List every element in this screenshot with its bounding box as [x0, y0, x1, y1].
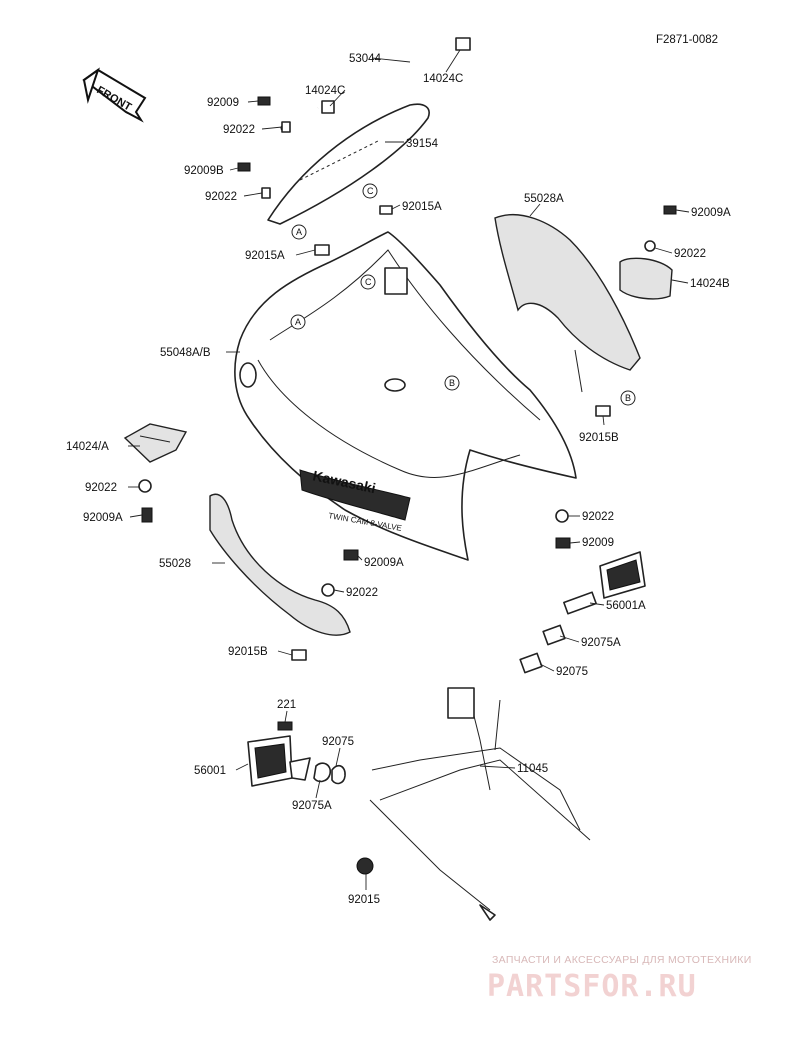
label-92009A-right: 92009A — [691, 207, 731, 219]
label-56001A: 56001A — [606, 600, 646, 612]
label-14024A: 14024/A — [66, 441, 109, 453]
svg-text:A: A — [296, 227, 302, 237]
svg-text:C: C — [365, 277, 372, 287]
ref-marker-C-top: C — [362, 183, 378, 199]
mirror-plates — [313, 624, 566, 785]
ref-marker-B-right: B — [620, 390, 636, 406]
label-92015A-left: 92015A — [245, 250, 285, 262]
label-92009B: 92009B — [184, 165, 224, 177]
watermark-tagline: ЗАПЧАСТИ И АКСЕССУАРЫ ДЛЯ МОТОТЕХНИКИ — [492, 954, 752, 966]
label-92075-left: 92075 — [322, 736, 354, 748]
inner-cowl-55028A — [494, 214, 641, 393]
grommet-icon — [138, 479, 152, 493]
windshield-trim-53044 — [317, 36, 471, 114]
bolt-icon — [257, 96, 271, 106]
vent-icon — [239, 362, 257, 388]
grommet-icon — [281, 121, 291, 133]
nut-icon — [379, 205, 393, 215]
label-55028: 55028 — [159, 558, 191, 570]
nut-icon — [356, 857, 374, 875]
ref-marker-A-top: A — [291, 224, 307, 240]
bolt-icon — [555, 537, 571, 549]
ref-marker-B-cowl: B — [444, 375, 460, 391]
ref-marker-A-cowl: A — [290, 314, 306, 330]
part-labels: 53044 14024C 14024C 92009 92022 39154 92… — [66, 53, 731, 906]
cowl-stripe — [299, 469, 411, 521]
bolt-icon — [277, 721, 293, 731]
grommet-icon — [261, 187, 271, 199]
label-55048AB: 55048A/B — [160, 347, 211, 359]
cover-14024A — [123, 423, 188, 463]
grommet-icon — [321, 583, 335, 597]
label-53044: 53044 — [349, 53, 382, 65]
bolt-icon — [343, 549, 359, 561]
bolt-icon — [237, 162, 251, 172]
label-92022-right: 92022 — [674, 248, 706, 260]
bolt-icon — [663, 205, 677, 215]
svg-text:B: B — [625, 393, 631, 403]
bolt-icon — [141, 507, 153, 523]
label-221: 221 — [277, 699, 296, 711]
label-92015B-right: 92015B — [579, 432, 619, 444]
grommet-icon — [555, 509, 569, 523]
nut-icon — [314, 244, 330, 256]
inner-cowl-55028 — [209, 493, 351, 636]
grommet-icon — [644, 240, 656, 252]
trim-cap-right-icon — [455, 37, 471, 51]
label-92022-lowright: 92022 — [582, 511, 614, 523]
label-14024C-left: 14024C — [305, 85, 345, 97]
front-arrow-icon: FRONT — [82, 67, 147, 123]
nut-icon — [595, 405, 611, 417]
nut-icon — [291, 649, 307, 661]
cover-14024B — [619, 257, 673, 300]
label-14024B: 14024B — [690, 278, 730, 290]
label-92009A-left: 92009A — [83, 512, 123, 524]
mount-hole-icon — [384, 378, 406, 392]
watermark-logo: PARTSFOR.RU — [487, 969, 697, 1004]
diagram-code: F2871-0082 — [656, 34, 718, 46]
label-92015: 92015 — [348, 894, 380, 906]
mirror-56001 — [247, 735, 311, 787]
label-11045: 11045 — [517, 763, 548, 775]
watermark: ЗАПЧАСТИ И АКСЕССУАРЫ ДЛЯ МОТОТЕХНИКИ PA… — [487, 954, 752, 1004]
label-92015A-top: 92015A — [402, 201, 442, 213]
label-92022-left: 92022 — [85, 482, 117, 494]
upper-cowl-55048AB: Kawasaki TWIN CAM 8-VALVE — [234, 231, 577, 561]
label-92009-lowright: 92009 — [582, 537, 614, 549]
label-56001: 56001 — [194, 765, 226, 777]
svg-text:A: A — [295, 317, 301, 327]
label-92022-mid: 92022 — [205, 191, 237, 203]
label-92022-top: 92022 — [223, 124, 255, 136]
stay-bracket-11045 — [356, 687, 591, 921]
ref-marker-C-cowl: C — [360, 274, 376, 290]
trim-cap-left-icon — [321, 100, 335, 114]
svg-text:B: B — [449, 378, 455, 388]
bracket-icon — [384, 267, 408, 295]
svg-text:C: C — [367, 186, 374, 196]
label-92009-top: 92009 — [207, 97, 239, 109]
label-92015B-left: 92015B — [228, 646, 268, 658]
label-55028A: 55028A — [524, 193, 564, 205]
label-92075A-left: 92075A — [292, 800, 332, 812]
label-92009A-center: 92009A — [364, 557, 404, 569]
mirror-56001A — [563, 551, 646, 615]
label-92075A-right: 92075A — [581, 637, 621, 649]
label-14024C-right: 14024C — [423, 73, 463, 85]
label-39154: 39154 — [406, 138, 439, 150]
leader-lines — [128, 49, 690, 890]
label-92075-right: 92075 — [556, 666, 588, 678]
label-92022-lowcenter: 92022 — [346, 587, 378, 599]
